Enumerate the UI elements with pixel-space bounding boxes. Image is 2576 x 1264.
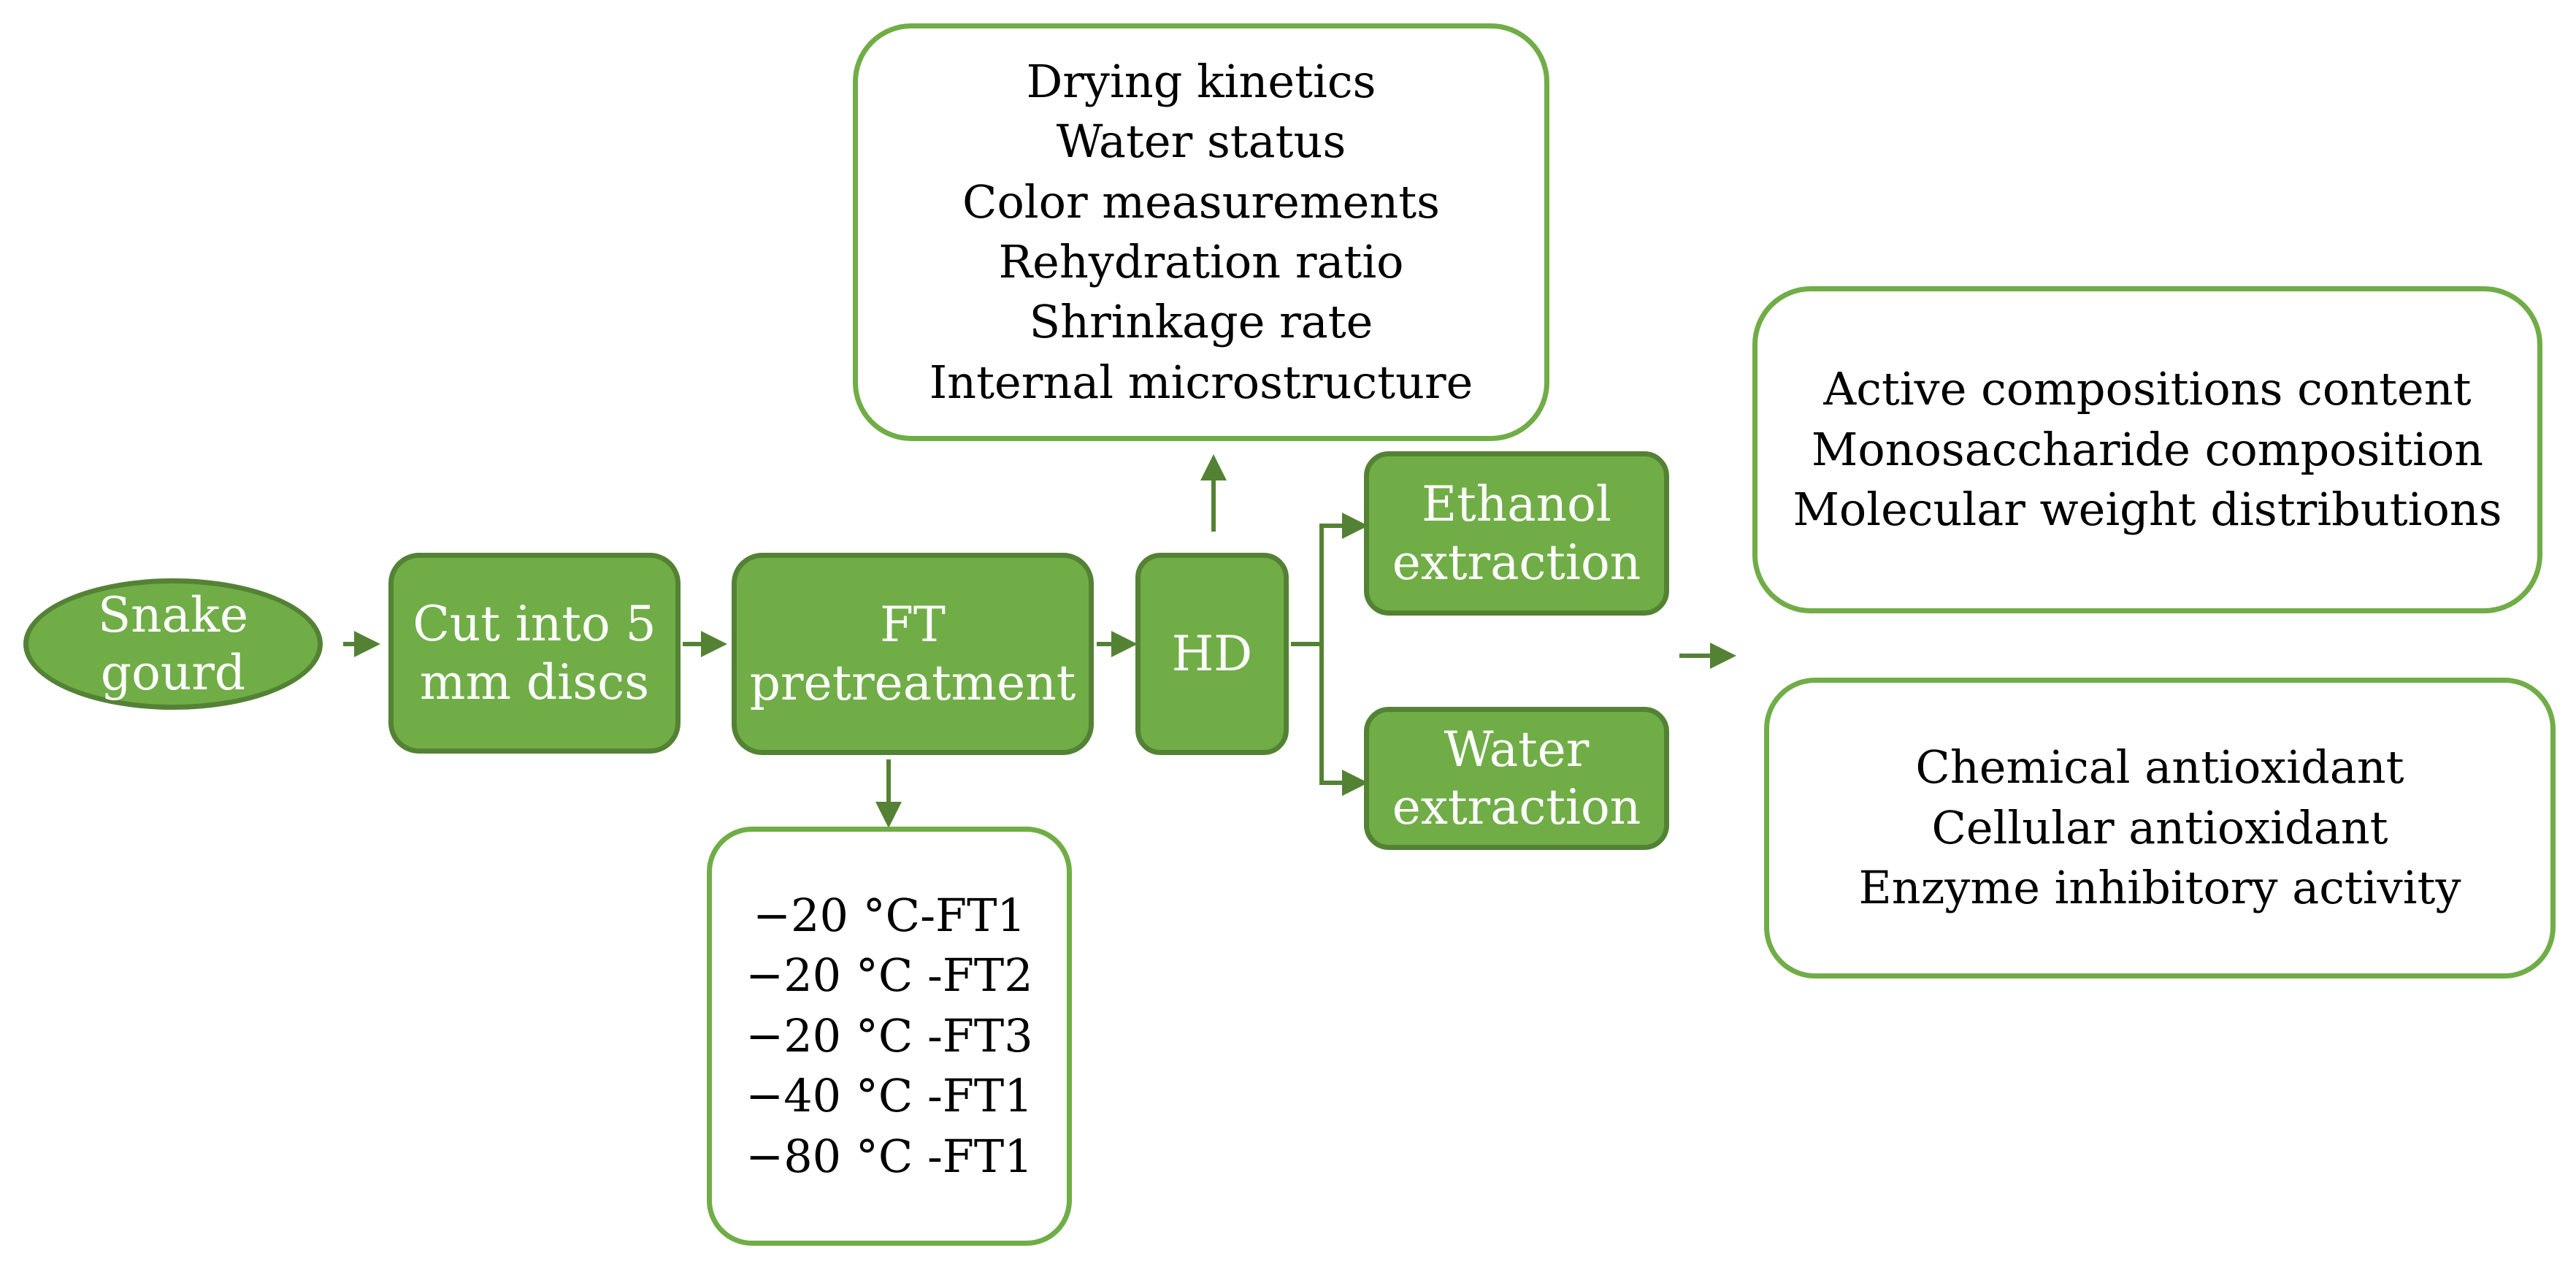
box-ft-conditions: −20 °C-FT1 −20 °C -FT2 −20 °C -FT3 −40 °… (707, 827, 1072, 1246)
node-water-extraction: Water extraction (1364, 707, 1669, 850)
node-ft-pretreatment: FT pretreatment (732, 553, 1094, 755)
node-cut-discs: Cut into 5 mm discs (388, 553, 681, 754)
box-bioactivity-analyses: Chemical antioxidant Cellular antioxidan… (1764, 678, 2556, 978)
node-snake-gourd: Snake gourd (23, 578, 323, 710)
node-ethanol-extraction: Ethanol extraction (1364, 451, 1669, 616)
node-hd: HD (1135, 553, 1289, 755)
arrow-hd-to-extractions (1291, 524, 1358, 785)
box-composition-analyses: Active compositions content Monosacchari… (1752, 286, 2542, 613)
box-hd-measurements: Drying kinetics Water status Color measu… (853, 23, 1549, 441)
